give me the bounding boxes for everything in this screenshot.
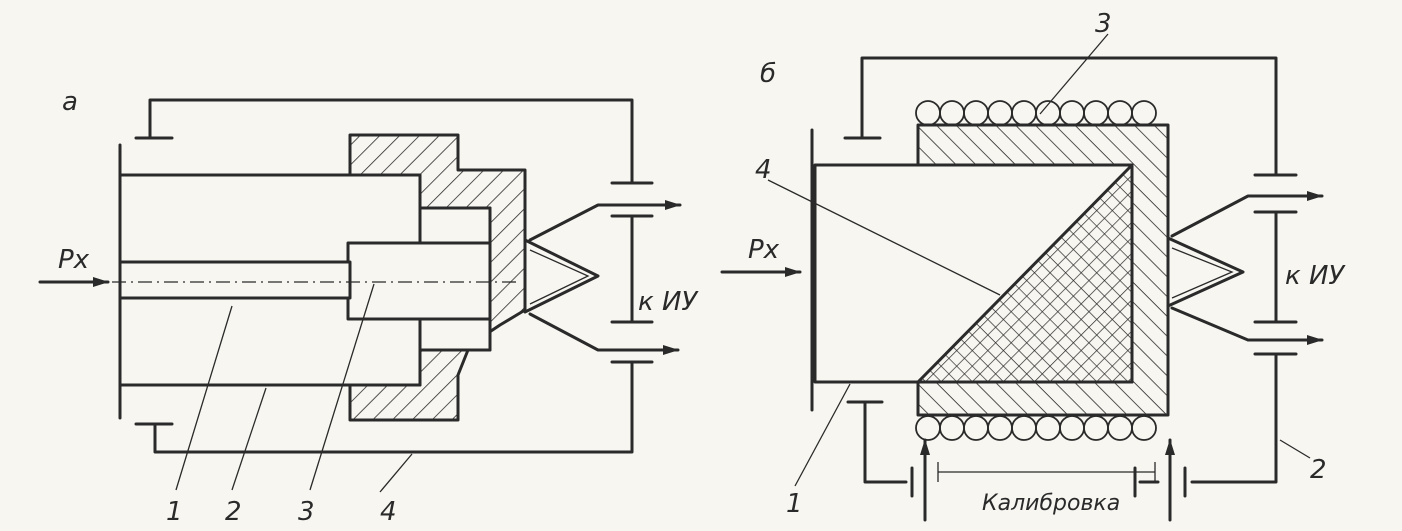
panel-a-output-arrow-top: [528, 200, 682, 242]
panel-a-leader-3: [309, 283, 375, 491]
panel-a-rod: [118, 260, 352, 300]
panel-b-leader-4: [767, 179, 1001, 296]
panel-b-leader-2: [1279, 439, 1311, 459]
panel-a-callout-4: 4: [380, 497, 397, 527]
panel-b-leader-3: [1039, 33, 1109, 115]
panel-b-coil-top: [915, 100, 1157, 126]
panel-b-letter: б: [760, 59, 776, 89]
panel-a-wire: [148, 98, 634, 454]
panel-b-callout-3: 3: [1095, 9, 1112, 39]
panel-b-tip: [1166, 236, 1245, 308]
panel-a-tip: [523, 238, 600, 314]
panel-a-output-label: к ИУ: [638, 287, 699, 317]
panel-b-wire: [860, 56, 1278, 498]
panel-a-pressure-label: Px: [58, 245, 90, 275]
panel-a-piston: [346, 241, 492, 321]
panel-a-callout-1: 1: [166, 497, 183, 527]
panel-b-output-arrow-top: [1170, 191, 1324, 238]
panel-b-tip-inner: [1171, 247, 1234, 299]
panel-b-callout-2: 2: [1310, 455, 1327, 485]
panel-a-tip-inner: [529, 249, 590, 305]
panel-a-callout-2: 2: [225, 497, 242, 527]
panel-a-output-arrow-bottom: [528, 312, 680, 355]
panel-a-callout-3: 3: [298, 497, 315, 527]
panel-b-output-arrow-bottom: [1170, 306, 1324, 345]
panel-a-leader-1: [175, 305, 233, 491]
panel-b-coil-bottom: [915, 415, 1157, 441]
panel-b-callout-1: 1: [786, 489, 803, 519]
panel-a-letter: a: [62, 87, 78, 117]
panel-b-pressure-label: Px: [748, 235, 780, 265]
panel-b: б: [720, 9, 1346, 522]
panel-a-leader-4: [379, 453, 413, 493]
panel-b-wedge: [916, 163, 1134, 384]
panel-a: a Px к ИУ: [38, 87, 699, 527]
panel-b-leader-1: [794, 383, 851, 487]
panel-b-calibration-label: Калибровка: [982, 491, 1120, 516]
panel-b-callout-4: 4: [755, 155, 772, 185]
panel-a-leader-2: [231, 387, 267, 491]
panel-b-output-label: к ИУ: [1285, 261, 1346, 291]
